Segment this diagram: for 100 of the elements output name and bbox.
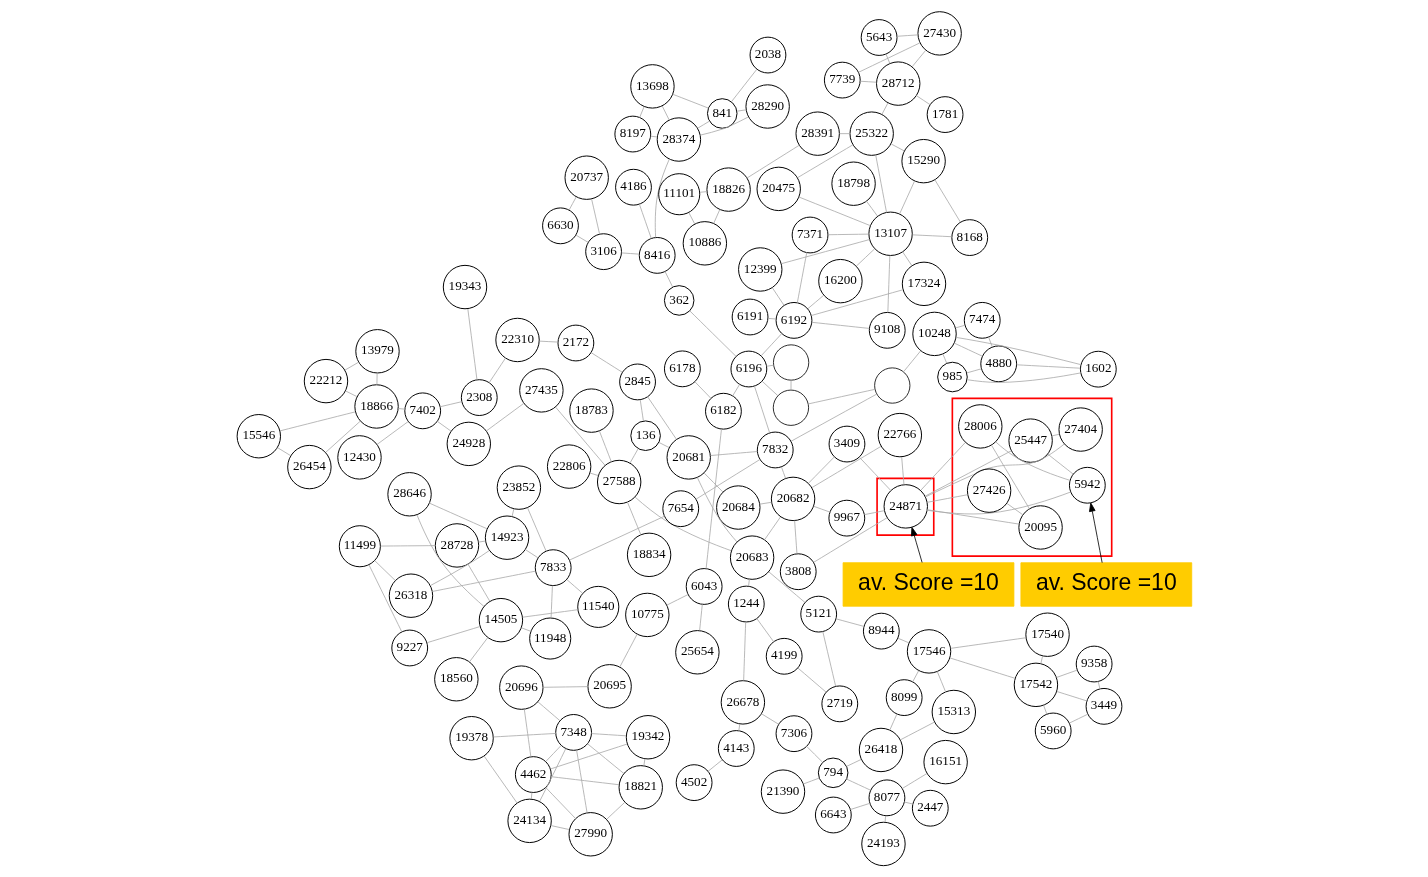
node-circle: 7654 [661, 490, 699, 528]
connector [344, 390, 357, 397]
connector [524, 549, 538, 559]
connector [890, 143, 905, 152]
connector [688, 212, 695, 225]
node-circle: 18834 [626, 532, 671, 578]
node-circle: 5942 [1068, 466, 1106, 504]
connector [760, 713, 779, 725]
connector [933, 179, 961, 223]
connector [807, 388, 875, 405]
connector [537, 701, 560, 722]
connector [990, 444, 1030, 510]
connector [664, 270, 673, 288]
connector [737, 723, 740, 732]
connector [911, 234, 952, 238]
connector [425, 626, 480, 644]
node-circle: 7832 [756, 431, 794, 469]
node-circle: 22766 [877, 412, 922, 458]
connector [688, 310, 736, 357]
connector [780, 239, 870, 265]
node-circle: 2038 [749, 36, 786, 74]
connector [915, 95, 931, 106]
connector [987, 336, 993, 348]
node-circle: 26318 [388, 573, 433, 618]
connector [863, 510, 885, 515]
connector [926, 491, 1071, 515]
connector [568, 196, 577, 211]
connector [550, 585, 553, 619]
connector [554, 406, 605, 466]
connector [666, 594, 689, 606]
connector [810, 321, 870, 329]
node-circle: 841 [706, 98, 738, 129]
connector [902, 350, 921, 373]
connector [626, 501, 641, 536]
connector [760, 333, 782, 357]
node-circle: 6043 [685, 568, 723, 605]
node-circle [772, 389, 809, 426]
connector [376, 420, 409, 445]
connector [811, 445, 881, 488]
connector [919, 442, 966, 491]
node-circle: 24134 [506, 798, 552, 844]
node-circle: 22212 [303, 358, 348, 404]
node-circle: 4143 [717, 730, 755, 767]
node-box: av. Score =10 [842, 562, 1014, 607]
node-circle: 10248 [911, 311, 957, 357]
node-circle: 1602 [1079, 350, 1117, 388]
node-circle: 28006 [957, 404, 1002, 449]
node-circle: 27430 [916, 11, 962, 56]
node-circle: 22310 [494, 317, 540, 363]
connector [467, 563, 490, 602]
connector [477, 540, 486, 543]
node-circle: 15313 [931, 689, 976, 735]
connector [1055, 669, 1078, 678]
connector [924, 450, 1012, 497]
node-circle: 22806 [546, 444, 591, 489]
connector [703, 472, 723, 493]
node-circle: 3409 [828, 425, 865, 463]
node-circle: 12399 [737, 247, 782, 292]
connector [942, 353, 947, 364]
node-circle: 11540 [576, 585, 619, 628]
node-circle: 5121 [799, 595, 837, 633]
connector [530, 791, 532, 800]
node-circle: 28290 [744, 84, 790, 129]
connector [521, 609, 578, 618]
connector [899, 721, 935, 741]
connector [805, 745, 823, 763]
node-circle: 20681 [666, 435, 711, 480]
connector [835, 618, 864, 627]
node-circle: 20696 [498, 665, 544, 710]
node-circle: 9358 [1075, 645, 1113, 683]
connector [575, 749, 587, 814]
connector [654, 158, 670, 238]
connector [755, 618, 774, 643]
connector [1097, 681, 1100, 690]
connector [889, 713, 897, 731]
connector [376, 372, 378, 386]
node-circle: 27426 [966, 468, 1011, 513]
node-circle: 18821 [618, 765, 663, 810]
connector [949, 637, 1026, 649]
connector [865, 200, 878, 217]
node-circle: 18866 [353, 384, 399, 429]
connector [758, 501, 772, 505]
node-circle: 20682 [770, 476, 815, 522]
connector [790, 379, 791, 391]
node-circle: 2447 [911, 789, 949, 827]
node-circle: 28646 [386, 472, 432, 517]
connector [705, 428, 722, 570]
node-circle: 17546 [906, 629, 951, 674]
connector [466, 308, 477, 381]
connector [949, 657, 1016, 679]
connector [857, 42, 920, 73]
node-circle: 16200 [817, 258, 863, 304]
connector [638, 106, 644, 118]
node-circle: 15290 [900, 138, 946, 184]
node-circle: 6191 [731, 298, 768, 336]
node-circle: 7833 [534, 549, 572, 587]
node-circle: 21390 [760, 769, 805, 814]
connector [549, 825, 570, 830]
connector [827, 233, 869, 236]
connector [397, 408, 405, 410]
